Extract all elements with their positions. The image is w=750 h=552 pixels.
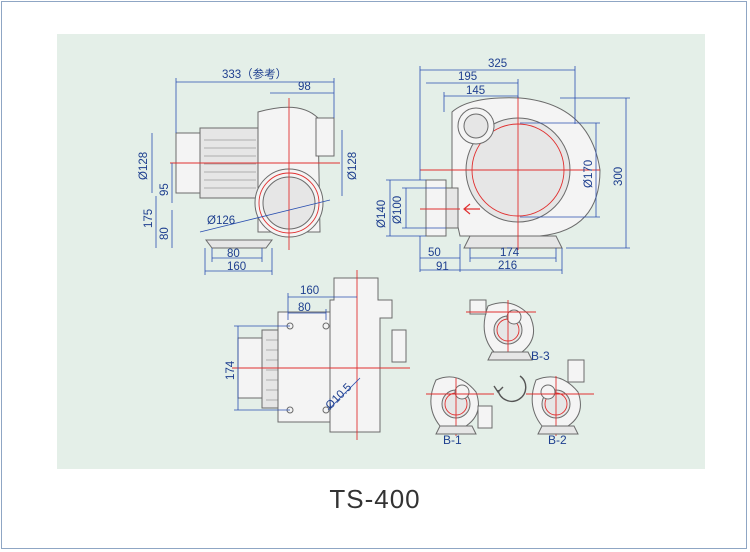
dim-top-width-a: 160 <box>300 285 319 297</box>
dim-outlet-offset: 98 <box>298 81 311 93</box>
dim-base-a: 80 <box>227 248 240 260</box>
label-b3: B-3 <box>531 349 550 363</box>
dim-base-b: 160 <box>227 261 246 273</box>
variant-b3: B-3 <box>466 299 550 363</box>
dim-scroll-dia: Ø170 <box>583 160 595 188</box>
top-view: 160 80 174 Ø10.5 <box>225 270 410 440</box>
dim-overall: 333（参考） <box>222 67 287 81</box>
label-b1: B-1 <box>443 433 462 447</box>
dim-base-a: 50 <box>428 247 441 259</box>
dim-width-a: 325 <box>488 58 507 70</box>
side-view: 333（参考） 98 Ø128 Ø128 95 175 80 Ø126 80 1… <box>138 67 359 275</box>
variant-b1: B-1 <box>426 376 494 447</box>
top-outlet <box>391 329 407 363</box>
front-view: 325 195 145 Ø170 300 Ø140 Ø100 50 174 91… <box>376 58 630 274</box>
dim-motor-dia: Ø128 <box>138 152 150 180</box>
label-b2: B-2 <box>548 433 567 447</box>
dim-top-width-b: 80 <box>298 302 311 314</box>
dim-base-c: 91 <box>436 261 449 273</box>
outlet-stub <box>315 117 335 157</box>
dim-top-height: 174 <box>225 360 237 380</box>
dim-width-c: 145 <box>466 85 485 97</box>
dim-inlet-dia: Ø128 <box>347 152 359 180</box>
dim-height-c: 80 <box>159 227 171 240</box>
dim-total-height: 300 <box>613 167 625 186</box>
top-housing <box>329 277 393 433</box>
dim-height-b: 175 <box>143 209 155 228</box>
dim-flange-a: Ø140 <box>376 200 388 228</box>
rotation-arrow <box>493 375 527 402</box>
variant-b2: B-2 <box>526 359 594 447</box>
dim-flange-b: Ø100 <box>392 196 404 224</box>
dim-base-d: 216 <box>498 260 517 272</box>
drawing-panel <box>57 34 705 469</box>
top-base-plate <box>277 311 337 423</box>
dim-base-b: 174 <box>500 247 520 259</box>
dim-height-a: 95 <box>159 183 171 196</box>
model-title: TS-400 <box>329 484 421 514</box>
dim-width-b: 195 <box>458 71 477 83</box>
dim-inlet-circle: Ø126 <box>207 215 235 227</box>
side-base <box>205 239 273 249</box>
